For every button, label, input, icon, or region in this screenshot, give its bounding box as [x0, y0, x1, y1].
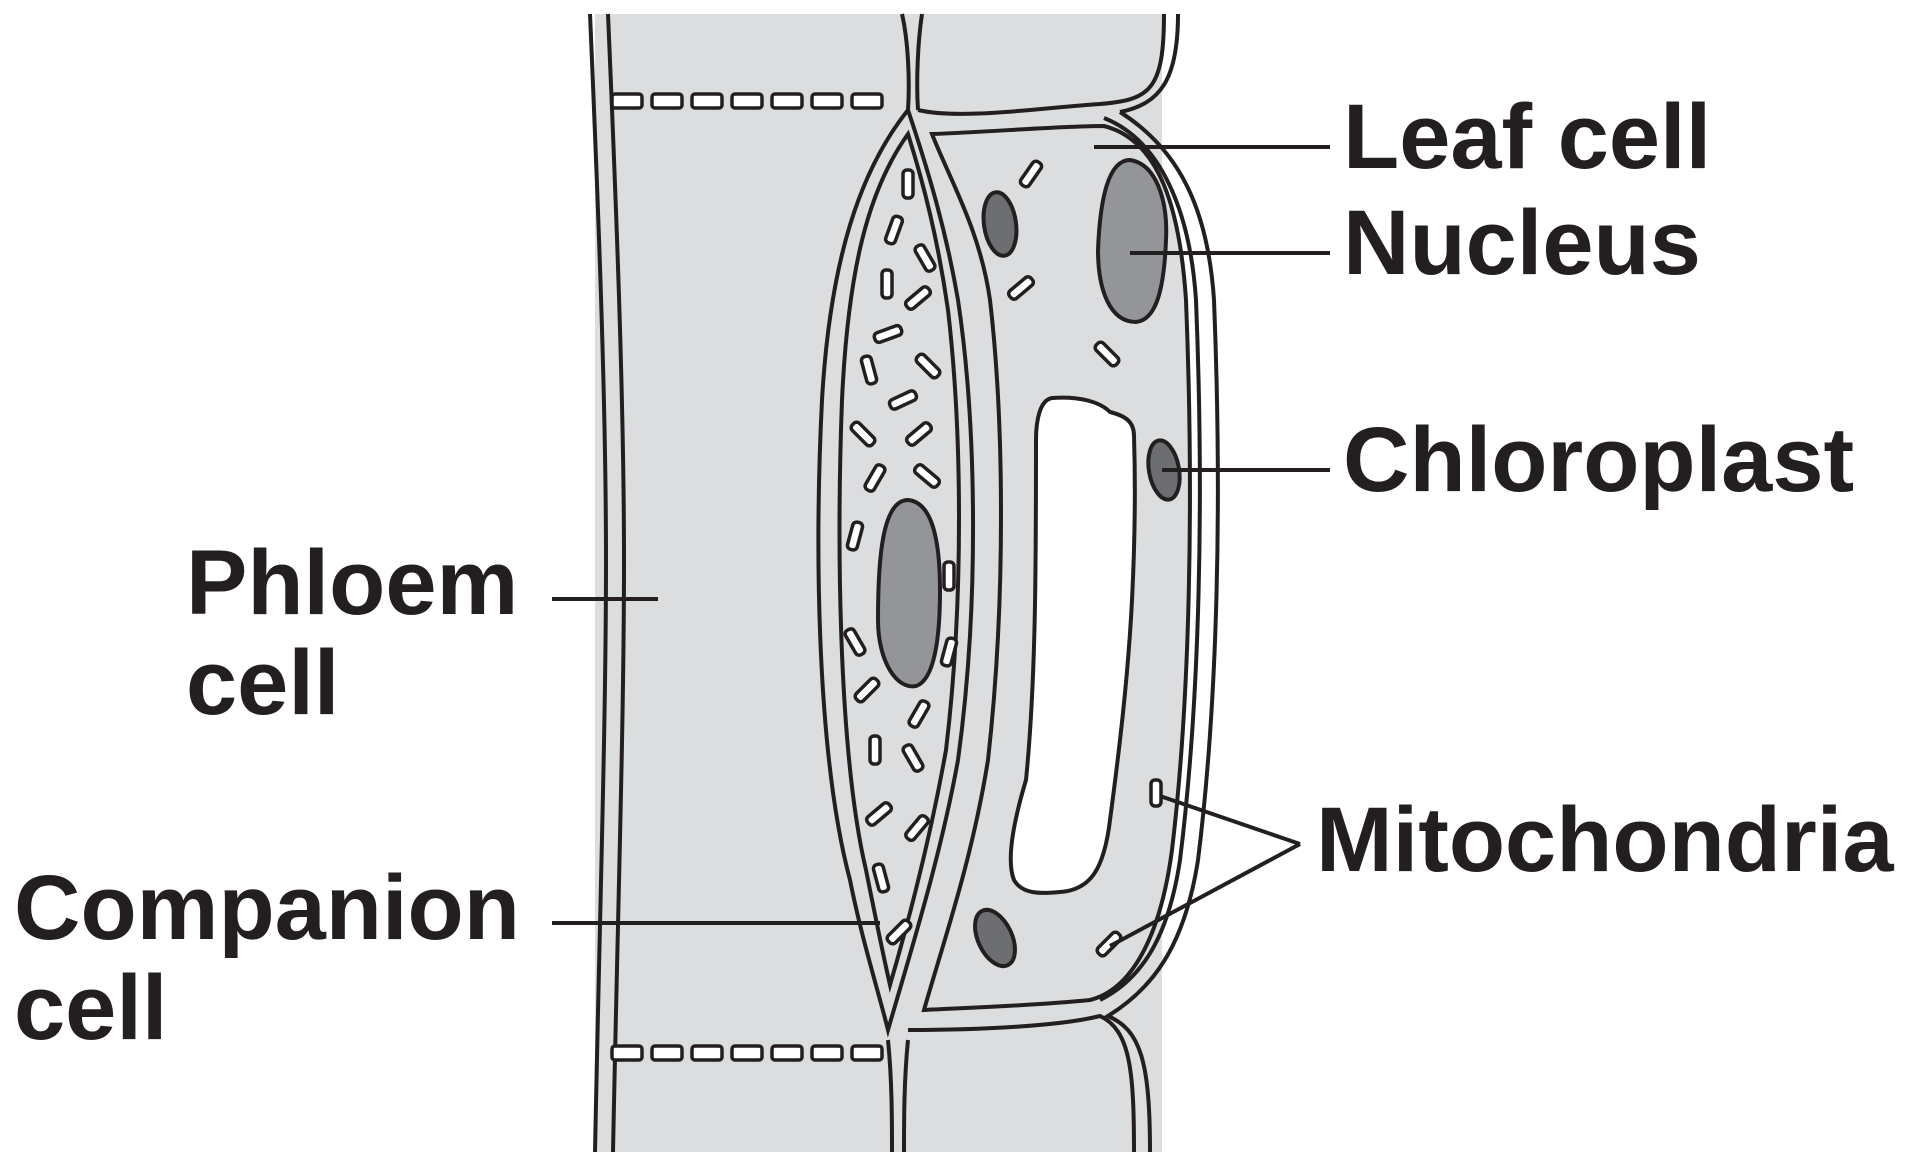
mitochondrion: [1151, 780, 1161, 806]
chloroplast-label: Chloroplast: [1343, 410, 1854, 510]
mitochondrion: [903, 170, 913, 198]
phloem-label-line1: Phloem: [186, 533, 518, 633]
phloem-label-line2: cell: [186, 633, 518, 733]
companion-nucleus: [878, 500, 940, 686]
leaf-nucleus: [1098, 160, 1166, 322]
nucleus-label: Nucleus: [1343, 193, 1701, 293]
companion-label-line1: Companion: [14, 858, 520, 958]
sieve-plate-bottom: [612, 1046, 882, 1060]
phloem-cell-label: Phloem cell: [186, 533, 518, 733]
companion-label-line2: cell: [14, 958, 520, 1058]
mitochondrion: [882, 270, 892, 298]
sieve-plate-top: [612, 94, 882, 108]
mitochondrion: [944, 562, 954, 590]
companion-cell-label: Companion cell: [14, 858, 520, 1058]
mitochondrion: [870, 736, 880, 764]
leaf-cell-label: Leaf cell: [1343, 87, 1711, 187]
mitochondria-label: Mitochondria: [1316, 790, 1894, 890]
